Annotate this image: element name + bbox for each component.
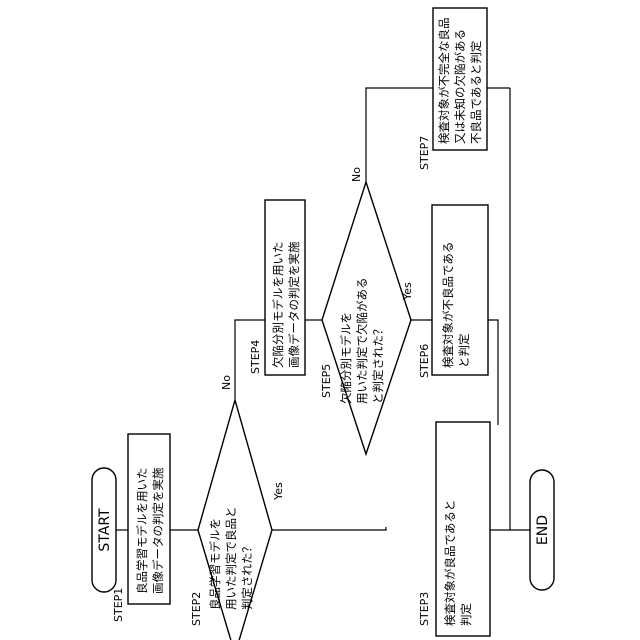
step5-text-line1: 欠陥分別モデルを: [339, 312, 353, 404]
step2-text-line1: 良品学習モデルを: [208, 518, 222, 610]
step6-label: STEP6: [418, 344, 431, 378]
connector-step2-yes: [272, 527, 386, 530]
step7-process-box: 検査対象が不完全な良品 又は未知の欠陥がある 不良品であると判定: [433, 8, 487, 150]
step5-yes-label: Yes: [401, 282, 414, 301]
step5-label: STEP5: [320, 364, 333, 398]
step5-decision: 欠陥分別モデルを 用いた判定で欠陥がある と判定された？: [322, 182, 411, 454]
step6-text-line1: 検査対象が不良品である: [441, 242, 455, 368]
step7-text-line1: 検査対象が不完全な良品: [437, 18, 451, 145]
step3-text-line2: 判定: [459, 603, 473, 626]
step1-label: STEP1: [112, 588, 125, 622]
step5-no-label: No: [350, 167, 363, 182]
step7-text-line3: 不良品であると判定: [469, 40, 483, 144]
start-label: START: [97, 508, 113, 552]
step3-label: STEP3: [418, 592, 431, 626]
end-terminal: END: [530, 470, 554, 590]
step4-text-line1: 欠陥分別モデルを用いた: [271, 242, 285, 369]
step7-label: STEP7: [418, 136, 431, 170]
step4-process-box: 欠陥分別モデルを用いた 画像データの判定を実施: [265, 200, 305, 375]
step7-text-line2: 又は未知の欠陥がある: [453, 29, 467, 144]
step2-yes-label: Yes: [272, 482, 285, 501]
step6-process-box: 検査対象が不良品である と判定: [432, 205, 488, 375]
step6-text-line2: と判定: [457, 333, 471, 368]
step3-text-line1: 検査対象が良品であると: [443, 500, 457, 626]
step5-text-line3: と判定された？: [371, 324, 385, 405]
start-terminal: START: [92, 468, 116, 592]
step2-text-line2: 用いた判定で良品と: [224, 507, 238, 611]
step1-text-line2: 画像データの判定を実施: [151, 467, 165, 594]
step4-text-line2: 画像データの判定を実施: [287, 241, 301, 368]
step1-process-box: 良品学習モデルを用いた 画像データの判定を実施: [128, 434, 170, 604]
step2-decision: 良品学習モデルを 用いた判定で良品と 判定された？: [198, 400, 272, 640]
end-label: END: [535, 515, 551, 545]
step1-text-line1: 良品学習モデルを用いた: [135, 468, 149, 595]
step5-text-line2: 用いた判定で欠陥がある: [355, 278, 369, 405]
step3-process-box: 検査対象が良品であると 判定: [436, 422, 490, 636]
step2-label: STEP2: [190, 592, 203, 626]
step4-label: STEP4: [249, 340, 262, 374]
step2-text-line3: 判定された？: [240, 541, 254, 610]
flowchart-rotated-group: START 良品学習モデルを用いた 画像データの判定を実施 STEP1 良品学習…: [92, 8, 554, 640]
step2-no-label: No: [220, 375, 233, 390]
